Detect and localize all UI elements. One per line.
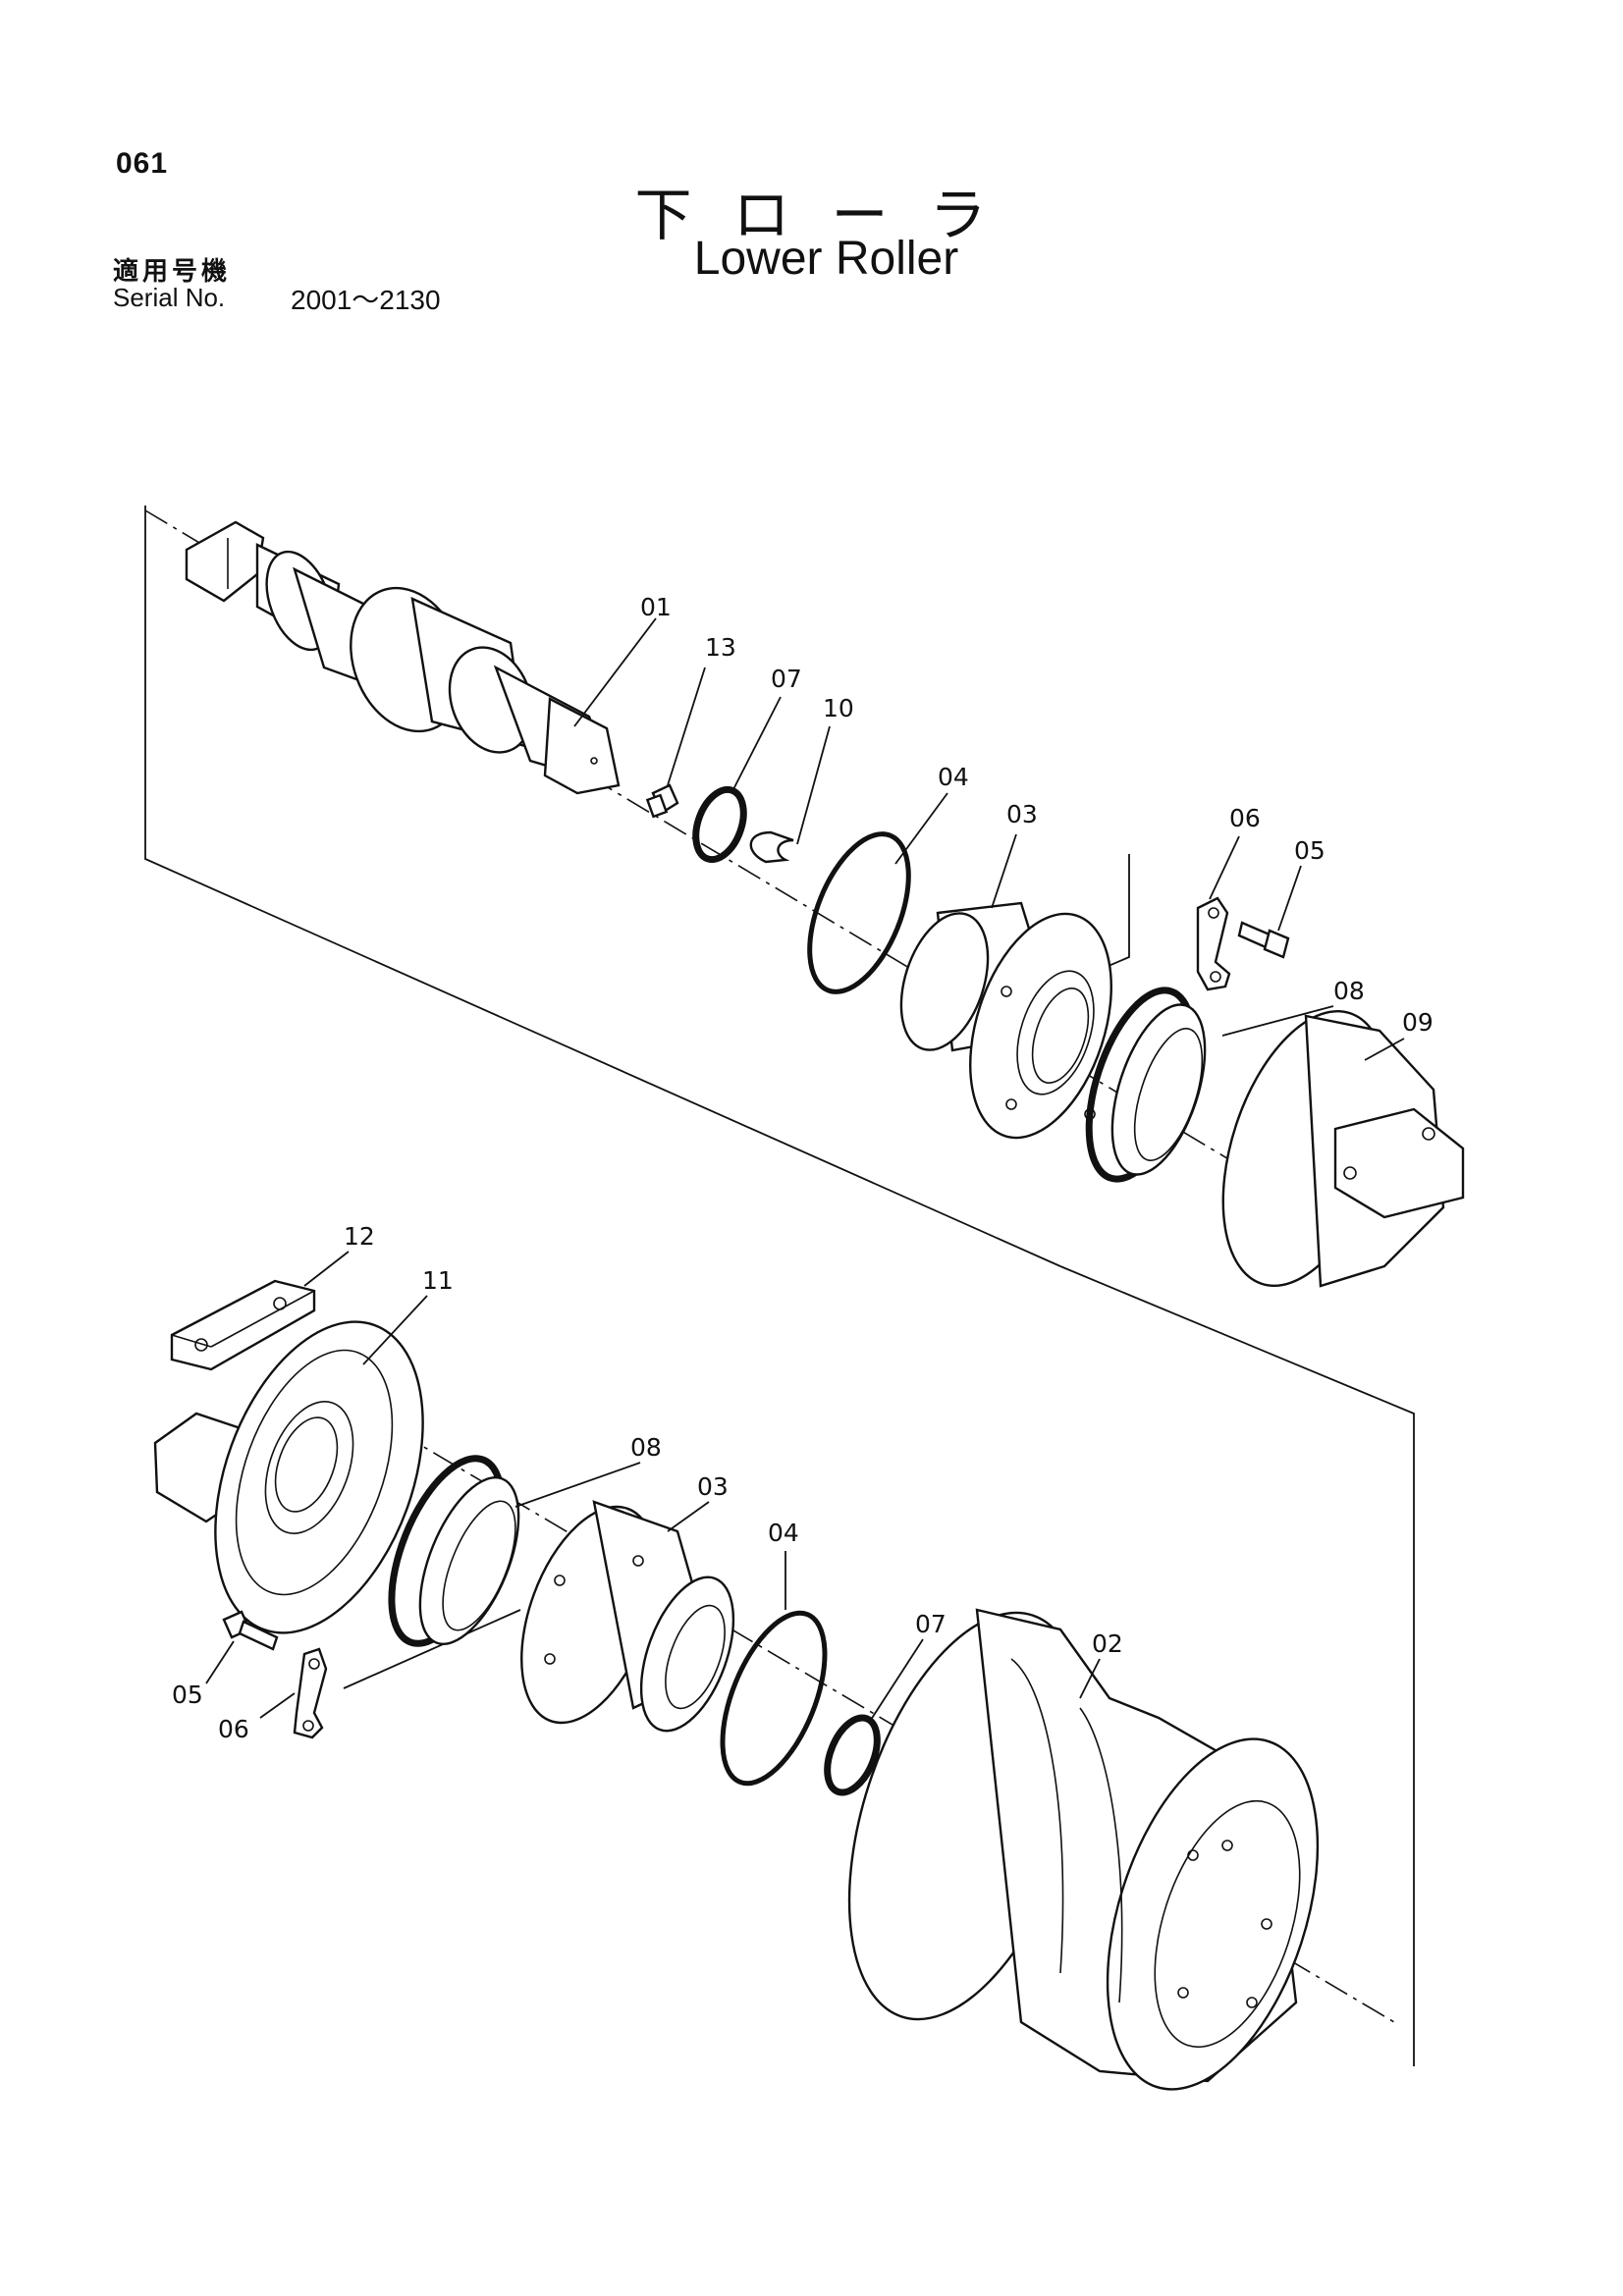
seal-part-08-upper [1085, 987, 1207, 1183]
callout-03-upper: 03 [1006, 800, 1038, 828]
callout-06-lower: 06 [218, 1715, 249, 1743]
leader-lines [205, 617, 1405, 1724]
callout-12: 12 [344, 1222, 375, 1251]
serial-label-jp: 適用号機 [113, 256, 232, 286]
callout-labels: 01 13 07 10 04 03 06 05 08 09 12 11 08 0… [172, 593, 1434, 1743]
callout-07-lower: 07 [915, 1610, 947, 1638]
serial-range: 2001～2130 [291, 285, 441, 315]
serial-label: 適用号機 Serial No. [113, 257, 231, 310]
callout-01: 01 [640, 593, 672, 621]
serial-label-en: Serial No. [113, 283, 226, 312]
bolt-part-05-lower [222, 1610, 279, 1651]
seal-part-08-lower [388, 1455, 520, 1647]
callout-03-lower: 03 [697, 1472, 729, 1501]
o-ring-part-04-upper [807, 831, 911, 994]
title-english: Lower Roller [693, 233, 959, 285]
roller-shell-part-02 [847, 1608, 1320, 2091]
callout-11: 11 [422, 1266, 454, 1295]
plug-part-13 [645, 783, 679, 819]
collar-part-03-lower [520, 1500, 735, 1733]
callout-10: 10 [823, 694, 854, 722]
wedge-part-12 [170, 1279, 316, 1371]
callout-05-upper: 05 [1294, 836, 1325, 865]
page-number: 061 [116, 147, 169, 180]
bolt-part-05-upper [1237, 921, 1290, 959]
collar-part-03-upper [899, 901, 1112, 1140]
callout-04-lower: 04 [768, 1519, 799, 1547]
housing-part-09 [1221, 1009, 1465, 1288]
callout-08-lower: 08 [630, 1433, 662, 1462]
callout-02: 02 [1092, 1629, 1123, 1658]
callout-04-upper: 04 [938, 763, 969, 791]
lock-plate-part-06-lower [293, 1647, 328, 1739]
callout-09: 09 [1402, 1008, 1434, 1037]
callout-13: 13 [705, 633, 736, 662]
housing-part-11 [153, 1320, 424, 1634]
callout-06-upper: 06 [1229, 804, 1261, 832]
callout-05-lower: 05 [172, 1681, 203, 1709]
ring-part-10 [749, 830, 794, 864]
callout-08-upper: 08 [1333, 977, 1365, 1005]
callout-07-upper: 07 [771, 665, 802, 693]
lock-plate-part-06-upper [1196, 896, 1231, 991]
o-ring-part-04-lower [720, 1610, 828, 1787]
shaft-part-01 [185, 520, 621, 795]
o-ring-part-07-lower [824, 1714, 881, 1796]
title-japanese: 下ローラ [634, 184, 1028, 247]
